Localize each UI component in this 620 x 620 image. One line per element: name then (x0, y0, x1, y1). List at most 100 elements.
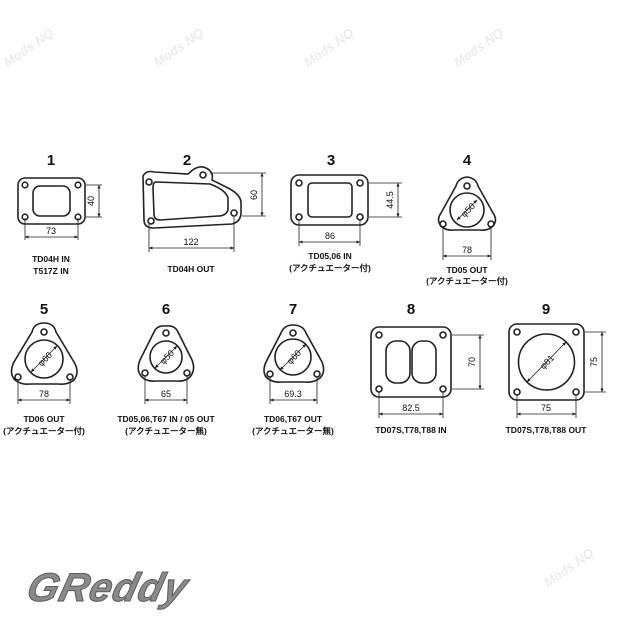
flange-2-dims (148, 172, 266, 252)
bolt-hole (375, 331, 383, 339)
flange-2 (142, 166, 242, 229)
flange-7-dims (269, 343, 318, 404)
flange-caption: TD05,06,T67 IN / 05 OUT (117, 414, 215, 424)
bolt-hole (266, 370, 274, 378)
flange-caption: TD05 OUT (446, 265, 488, 275)
bolt-hole (74, 181, 82, 189)
flange-caption: T517Z IN (33, 266, 68, 276)
flange-6-outline (137, 325, 195, 382)
flange-caption: TD07S,T78,T88 IN (375, 425, 446, 435)
flange-number: 1 (47, 152, 55, 169)
flange-7-port (274, 338, 312, 376)
flange-7-outline (263, 324, 325, 383)
flange-number: 5 (40, 301, 48, 318)
flange-3-port (307, 182, 353, 218)
dim-width: 75 (541, 403, 551, 413)
flange-8-port-left (385, 340, 411, 384)
flange-4-outline (437, 176, 497, 231)
bolt-hole (356, 213, 364, 221)
flange-6-dims (144, 345, 188, 404)
bolt-hole (183, 369, 191, 377)
flange-4-dims (442, 199, 492, 260)
dim-height: 44.5 (385, 191, 395, 209)
flange-1-dims (24, 184, 102, 240)
dim-width: 73 (46, 226, 56, 236)
bolt-hole (289, 329, 297, 337)
bolt-hole (439, 220, 447, 228)
flange-8-dims (378, 334, 484, 418)
dim-width: 82.5 (402, 403, 420, 413)
bolt-hole (145, 178, 153, 186)
dim-height: 60 (249, 190, 259, 200)
flange-5-outline (10, 322, 78, 385)
flange-3-outline (290, 174, 369, 226)
bolt-hole (66, 373, 74, 381)
bolt-hole (313, 370, 321, 378)
flange-3 (290, 174, 369, 226)
dim-width: 78 (462, 245, 472, 255)
dim-diameter: φ50 (459, 201, 477, 219)
dim-height: 40 (86, 196, 96, 206)
flange-2-port (152, 181, 229, 221)
flange-5 (10, 322, 78, 385)
bolt-hole (487, 220, 495, 228)
bolt-hole (21, 181, 29, 189)
dim-diameter: φ60 (36, 350, 54, 368)
flange-caption: TD07S,T78,T88 OUT (506, 425, 588, 435)
flange-6 (137, 325, 195, 382)
bolt-hole (199, 171, 207, 179)
bolt-hole (439, 331, 447, 339)
flange-caption: (アクチュエーター付) (289, 263, 371, 273)
bolt-hole (513, 328, 521, 336)
flange-caption: TD06,T67 OUT (264, 414, 323, 424)
flange-3-dims (298, 182, 402, 246)
flange-number: 2 (183, 152, 191, 169)
flange-caption: TD04H OUT (167, 264, 215, 274)
dim-height: 75 (589, 357, 599, 367)
bolt-hole (295, 179, 303, 187)
flange-8 (370, 326, 452, 398)
dim-diameter: φ60 (285, 348, 303, 366)
flange-number: 3 (327, 152, 335, 169)
flange-caption: (アクチュエーター付) (3, 426, 85, 436)
dim-diameter: φ50 (158, 348, 176, 366)
flange-1 (17, 177, 86, 225)
dim-width: 122 (183, 237, 198, 247)
flange-9-port (517, 333, 576, 391)
bolt-hole (463, 182, 471, 190)
bolt-hole (147, 217, 155, 225)
bolt-hole (14, 373, 22, 381)
flange-2-outline (142, 166, 242, 229)
bolt-hole (572, 388, 580, 396)
bolt-hole (40, 328, 48, 336)
bolt-hole (230, 209, 238, 217)
bolt-hole (513, 388, 521, 396)
bolt-hole (375, 385, 383, 393)
flange-5-dims (17, 345, 71, 404)
flange-caption: TD04H IN (32, 254, 70, 264)
flange-9 (508, 323, 585, 401)
flange-5-port (24, 339, 64, 379)
bolt-hole (572, 328, 580, 336)
flange-number: 7 (289, 301, 297, 318)
bolt-hole (162, 329, 170, 337)
dim-height: 70 (467, 357, 477, 367)
greddy-logo: GReddy (22, 566, 193, 611)
flange-8-port-right (411, 340, 437, 384)
flange-caption: (アクチュエーター無) (125, 426, 207, 436)
dim-width: 65 (161, 389, 171, 399)
bolt-hole (295, 213, 303, 221)
flange-1-outline (17, 177, 86, 225)
flange-caption: TD05,06 IN (308, 251, 351, 261)
bolt-hole (356, 179, 364, 187)
flange-4 (437, 176, 497, 231)
flange-9-outline (508, 323, 585, 401)
flange-caption: TD06 OUT (23, 414, 65, 424)
dim-width: 69.3 (284, 389, 302, 399)
flange-4-port (449, 192, 485, 228)
flange-number: 4 (463, 152, 472, 169)
flange-6-port (149, 340, 183, 374)
flange-9-dims (516, 331, 606, 418)
